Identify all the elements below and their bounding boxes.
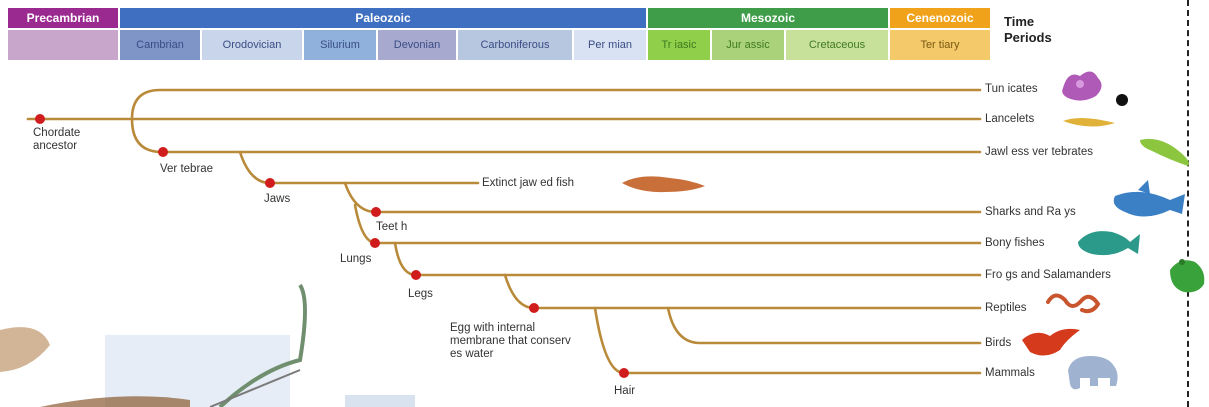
extinct-fish-icon: [622, 176, 705, 192]
bird-icon: [1022, 329, 1080, 356]
snake-icon: [1048, 295, 1098, 311]
tunicate-icon: [1062, 71, 1101, 100]
lancelet-icon: [1063, 118, 1115, 127]
black-dot-icon: [1116, 94, 1128, 106]
bony-fish-icon: [1078, 231, 1140, 255]
lamprey-icon: [1140, 139, 1189, 166]
frog-icon: [1170, 259, 1204, 292]
elephant-icon: [1068, 356, 1118, 389]
shark-icon: [1114, 180, 1185, 217]
